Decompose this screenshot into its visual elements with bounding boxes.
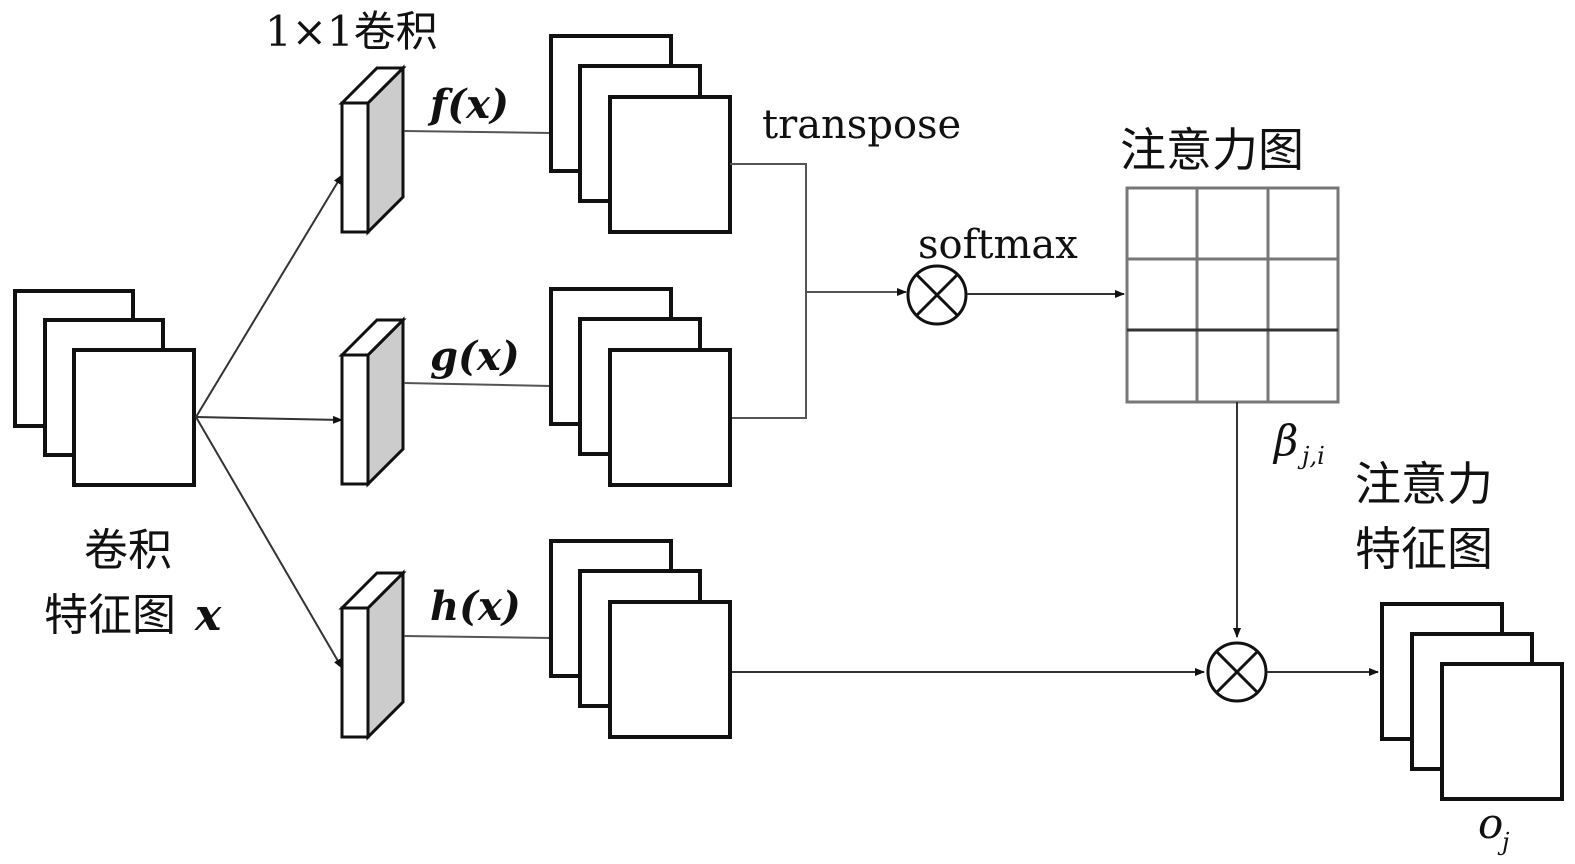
- attention-map-label: 注意力图: [1120, 123, 1304, 177]
- beta-subscript: j,i: [1297, 442, 1325, 470]
- output-var-label: o: [1478, 799, 1503, 848]
- edge-conv-f-to-fmap-f: [403, 130, 552, 134]
- fmap-stack-h: [549, 539, 732, 739]
- conv-block-f: [338, 64, 407, 236]
- fg-merge-edges: [730, 163, 907, 419]
- input-var-label: x: [194, 590, 222, 641]
- input-label-line2: 特征图: [44, 590, 176, 641]
- input-feature-map-stack: [13, 289, 196, 487]
- edge-input-to-conv-f: [195, 174, 343, 418]
- attention-map-grid: [1125, 186, 1340, 404]
- edge-conv-g-to-fmap-g: [403, 382, 552, 387]
- conv-to-fmap-edges: [403, 130, 552, 639]
- fmap-stack-g: [549, 287, 732, 487]
- edge-fmaps-merge: [730, 163, 807, 419]
- output-label-line2: 特征图: [1355, 522, 1493, 576]
- edge-conv-h-to-fmap-h: [403, 635, 552, 639]
- conv-1x1-label: 1×1卷积: [265, 7, 438, 56]
- h-label: h(x): [430, 583, 521, 630]
- beta-label: β: [1272, 416, 1298, 465]
- transpose-label: transpose: [762, 102, 961, 148]
- fmap-stack-f: [549, 34, 732, 234]
- output-label-line1: 注意力: [1355, 457, 1493, 511]
- multiply-icon: [906, 264, 968, 326]
- output-feature-map-stack: [1380, 602, 1564, 801]
- g-label: g(x): [430, 333, 520, 380]
- input-label-line1: 卷积: [84, 525, 172, 576]
- edge-input-to-conv-g: [195, 415, 343, 424]
- conv-block-g: [338, 316, 407, 488]
- input-to-conv-edges: [195, 174, 343, 669]
- multiply-icon: [1206, 641, 1268, 703]
- softmax-label: softmax: [918, 222, 1078, 268]
- f-label: f(x): [427, 81, 509, 128]
- conv-block-h: [338, 569, 407, 741]
- edge-input-to-conv-h: [195, 416, 343, 669]
